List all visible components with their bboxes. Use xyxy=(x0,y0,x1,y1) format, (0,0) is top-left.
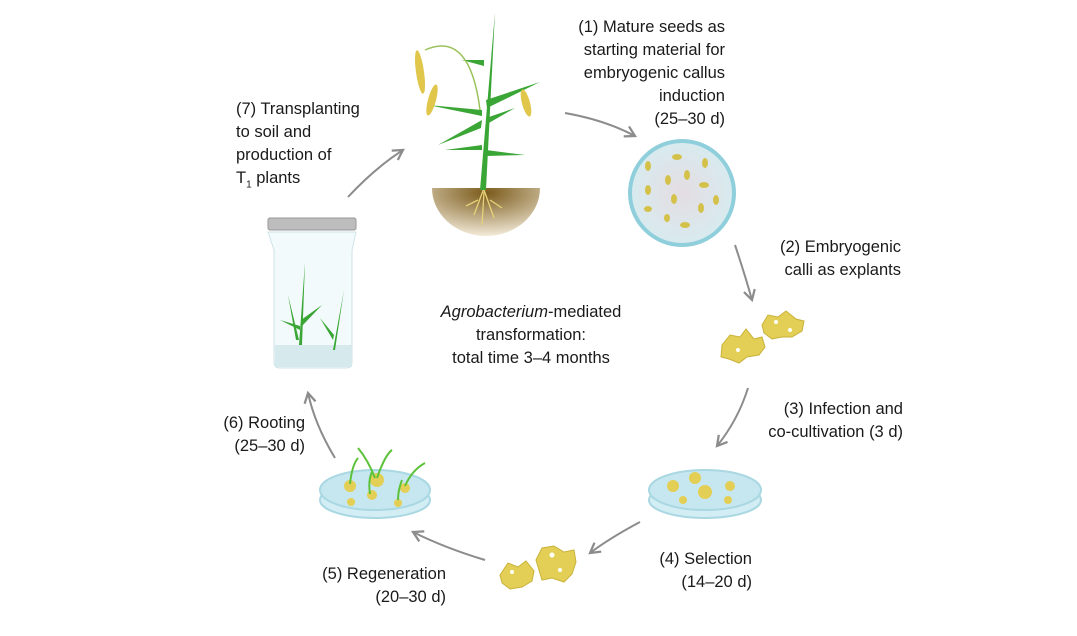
arrow-7-to-1 xyxy=(347,148,405,198)
petri-dish-seeds xyxy=(628,139,736,247)
step-3-line: (3) Infection and xyxy=(783,400,903,418)
step-7-line: (7) Transplanting xyxy=(236,100,360,118)
step-1-label: (1) Mature seeds as starting material fo… xyxy=(578,16,725,131)
t-label: T xyxy=(236,169,247,187)
center-line-1: Agrobacterium-mediated xyxy=(400,301,662,324)
step-2-label: (2) Embryogenic calli as explants xyxy=(780,236,901,282)
step-4-label: (4) Selection (14–20 d) xyxy=(659,548,752,594)
step-1-line: starting material for xyxy=(583,41,725,59)
calli-explants xyxy=(720,310,805,364)
step-6-label: (6) Rooting (25–30 d) xyxy=(223,412,305,458)
petri-dish-regeneration xyxy=(319,447,431,519)
step-5-line: (5) Regeneration xyxy=(322,565,446,583)
step-7-label: (7) Transplanting to soil and production… xyxy=(236,98,360,196)
step-5-label: (5) Regeneration (20–30 d) xyxy=(322,563,446,609)
arrow-1-to-2 xyxy=(564,112,637,138)
arrow-5-to-dish xyxy=(410,530,486,561)
step-1-line: (1) Mature seeds as xyxy=(578,18,725,36)
center-line-3: total time 3–4 months xyxy=(452,349,610,367)
step-3-line: co-cultivation (3 d) xyxy=(768,423,903,441)
arrow-2-to-3 xyxy=(734,244,756,303)
petri-dish-selection xyxy=(648,469,762,519)
step-6-line: (6) Rooting xyxy=(223,414,305,432)
step-2-line: calli as explants xyxy=(784,261,901,279)
arrow-3-to-4 xyxy=(715,387,749,448)
arrow-6-to-7 xyxy=(303,390,336,459)
step-1-line: (25–30 d) xyxy=(654,110,725,128)
step-6-line: (25–30 d) xyxy=(234,437,305,455)
step-1-line: embryogenic callus xyxy=(583,64,725,82)
step-7-line: T1 plants xyxy=(236,167,360,196)
culture-jar xyxy=(267,217,357,369)
plants-text: plants xyxy=(251,169,301,187)
step-4-line: (14–20 d) xyxy=(681,573,752,591)
center-line-2: transformation: xyxy=(475,326,587,344)
step-3-label: (3) Infection and co-cultivation (3 d) xyxy=(768,398,903,444)
t-subscript: 1 xyxy=(246,179,252,191)
step-4-line: (4) Selection xyxy=(659,550,752,568)
step-2-line: (2) Embryogenic xyxy=(779,238,901,256)
center-caption: Agrobacterium-mediated transformation: t… xyxy=(400,301,662,370)
agrobacterium-italic: Agrobacterium xyxy=(440,303,548,321)
cycle-arrows xyxy=(303,112,756,561)
arrow-4-to-5 xyxy=(588,521,641,555)
step-7-line: production of xyxy=(236,146,332,164)
step-5-line: (20–30 d) xyxy=(375,588,446,606)
step-7-line: to soil and xyxy=(236,123,312,141)
mediated-text: -mediated xyxy=(547,303,622,321)
selected-calli xyxy=(499,545,577,590)
step-1-line: induction xyxy=(658,87,725,105)
rice-plant-illustration xyxy=(414,12,540,236)
